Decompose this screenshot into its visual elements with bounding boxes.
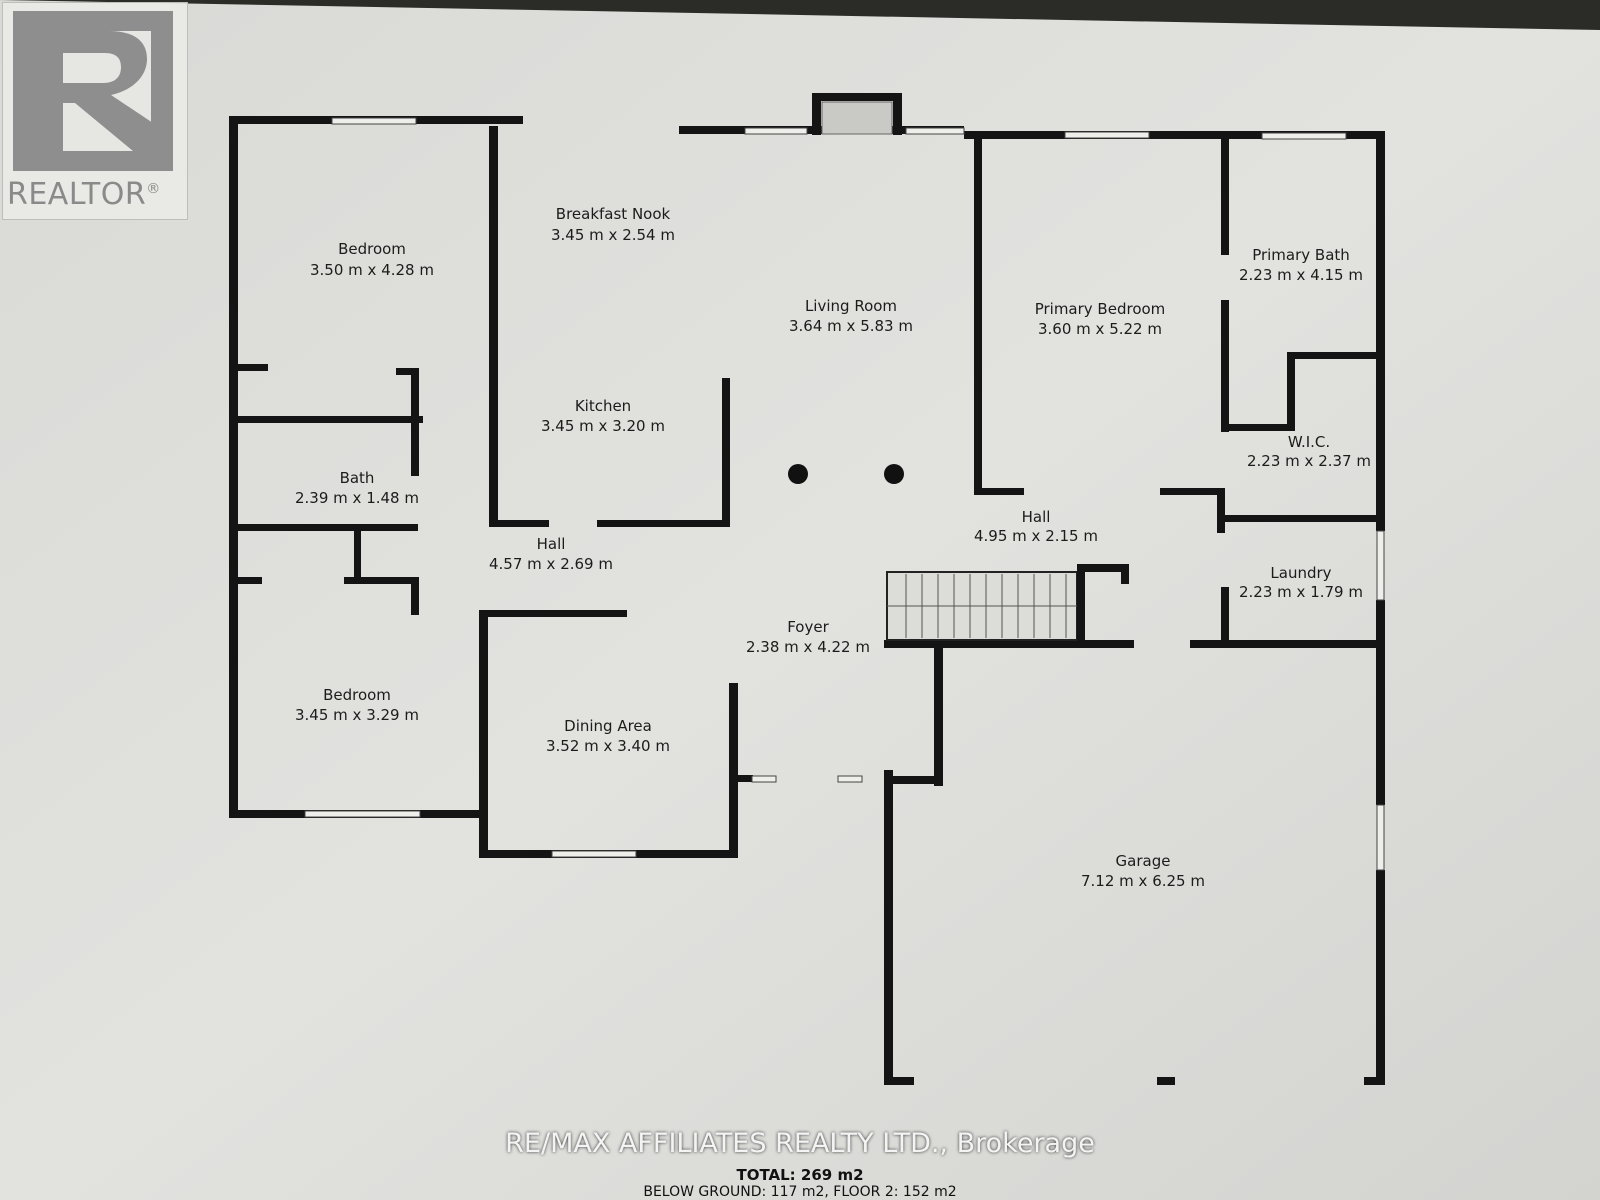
room-name-dining-area: Dining Area [564, 717, 652, 735]
area-breakdown: BELOW GROUND: 117 m2, FLOOR 2: 152 m2 [643, 1184, 957, 1200]
total-area: TOTAL: 269 m2 [736, 1166, 864, 1184]
room-name-primary-bath: Primary Bath [1252, 246, 1350, 264]
realtor-wordmark: REALTOR® [7, 177, 161, 212]
room-name-laundry: Laundry [1270, 564, 1331, 582]
room-dims-bedroom-1: 3.50 m x 4.28 m [310, 261, 434, 279]
room-dims-garage: 7.12 m x 6.25 m [1081, 872, 1205, 890]
room-dims-living-room: 3.64 m x 5.83 m [789, 317, 913, 335]
room-dims-bedroom-2: 3.45 m x 3.29 m [295, 706, 419, 724]
windows [304, 117, 1385, 871]
room-dims-breakfast-nook: 3.45 m x 2.54 m [551, 226, 675, 244]
room-dims-dining-area: 3.52 m x 3.40 m [546, 737, 670, 755]
room-dims-bath: 2.39 m x 1.48 m [295, 489, 419, 507]
room-labels: Bedroom 3.50 m x 4.28 m Breakfast Nook 3… [295, 205, 1371, 890]
room-name-breakfast-nook: Breakfast Nook [556, 205, 671, 223]
room-dims-primary-bath: 2.23 m x 4.15 m [1239, 266, 1363, 284]
room-dims-laundry: 2.23 m x 1.79 m [1239, 583, 1363, 601]
room-dims-foyer: 2.38 m x 4.22 m [746, 638, 870, 656]
room-name-primary-bedroom: Primary Bedroom [1035, 300, 1166, 318]
room-dims-hall-left: 4.57 m x 2.69 m [489, 555, 613, 573]
room-name-kitchen: Kitchen [575, 397, 631, 415]
columns [788, 464, 904, 484]
room-name-hall-left: Hall [537, 535, 566, 553]
room-dims-hall-right: 4.95 m x 2.15 m [974, 527, 1098, 545]
room-name-foyer: Foyer [787, 618, 829, 636]
brokerage-caption: RE/MAX AFFILIATES REALTY LTD., Brokerage [505, 1128, 1095, 1159]
realtor-logo: REALTOR® [2, 2, 188, 220]
room-dims-primary-bedroom: 3.60 m x 5.22 m [1038, 320, 1162, 338]
room-name-bath: Bath [340, 469, 375, 487]
room-name-bedroom-2: Bedroom [323, 686, 391, 704]
room-name-living-room: Living Room [805, 297, 897, 315]
room-dims-wic: 2.23 m x 2.37 m [1247, 452, 1371, 470]
realtor-r-logo-icon [13, 11, 173, 171]
room-name-bedroom-1: Bedroom [338, 240, 406, 258]
room-name-garage: Garage [1116, 852, 1171, 870]
room-name-wic: W.I.C. [1288, 433, 1330, 451]
room-dims-kitchen: 3.45 m x 3.20 m [541, 417, 665, 435]
room-name-hall-right: Hall [1022, 508, 1051, 526]
stair-treads [887, 574, 1077, 638]
